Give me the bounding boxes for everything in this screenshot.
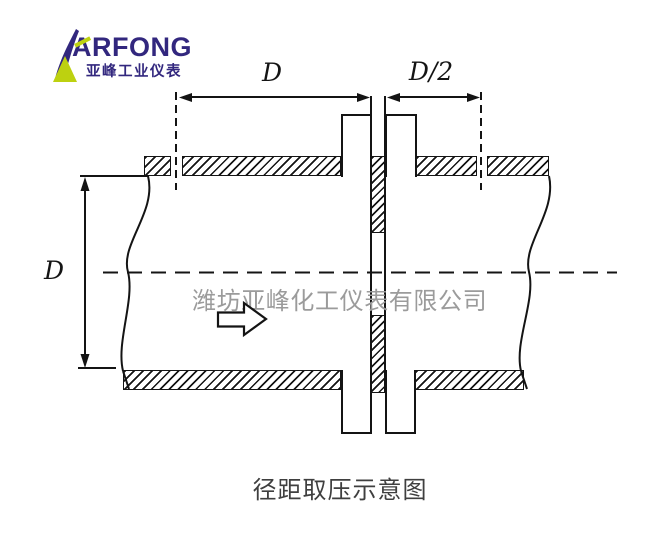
dim-label-downstream: D/2 xyxy=(408,57,454,86)
watermark-text: 潍坊亚峰化工仪表有限公司 xyxy=(192,288,488,315)
upstream-top-tap xyxy=(341,114,372,177)
brand-subtitle: 亚峰工业仪表 xyxy=(86,64,182,80)
company-logo: ARFONG 亚峰工业仪表 xyxy=(28,22,218,92)
orifice-plate-lower-section xyxy=(372,315,384,393)
pipe-wall-top-right xyxy=(416,156,477,176)
pipe-wall-bottom-left xyxy=(123,370,341,390)
upstream-bottom-tap xyxy=(341,370,372,434)
dim-label-diameter: D xyxy=(43,256,65,285)
pipe-wall-bottom-right xyxy=(415,370,524,390)
orifice-plate xyxy=(370,96,386,393)
pipe-wall-top-right-outer xyxy=(487,156,549,176)
break-line-right xyxy=(518,175,552,372)
break-line-left xyxy=(120,175,151,372)
figure-caption: 径距取压示意图 xyxy=(252,477,428,504)
dim-label-upstream: D xyxy=(261,58,283,87)
brand-name: ARFONG xyxy=(72,32,192,62)
downstream-bottom-tap xyxy=(385,370,416,434)
pipe-wall-top-left-outer xyxy=(144,156,171,176)
orifice-plate-upper-section xyxy=(372,156,384,233)
downstream-top-tap xyxy=(385,114,417,177)
pipe-wall-top-left xyxy=(182,156,341,176)
logo-mark-icon xyxy=(53,29,79,82)
